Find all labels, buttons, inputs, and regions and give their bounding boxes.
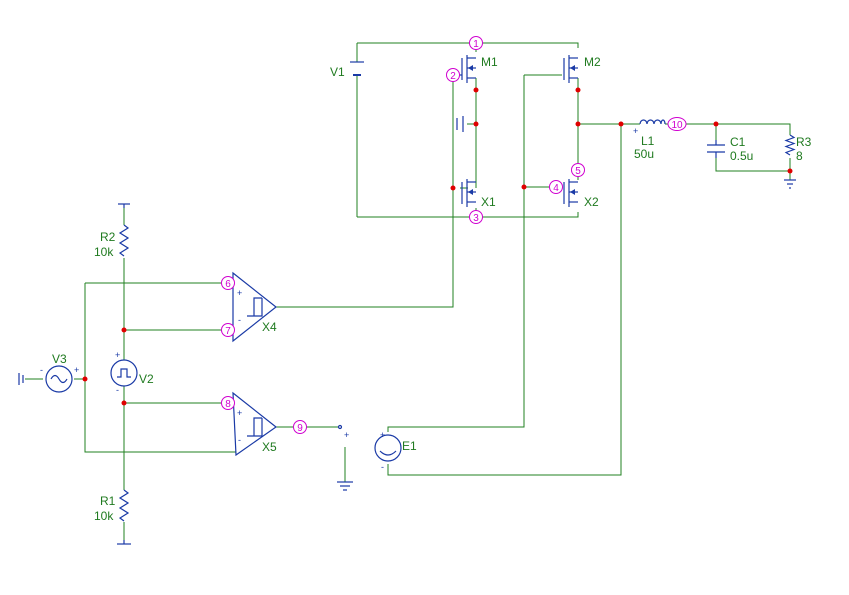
v3-label: V3 [52, 352, 67, 366]
c1-label: C1 [730, 135, 746, 149]
x5-plus: + [237, 408, 242, 418]
terminal-plus: + [344, 430, 349, 440]
junction-dots [82, 87, 793, 406]
battery-v1[interactable]: V1 [330, 61, 364, 79]
l1-polarity: + [633, 126, 638, 136]
node-label-3: 3 [469, 210, 483, 224]
node-label-7: 7 [221, 323, 235, 337]
node-label-9: 9 [293, 420, 307, 434]
m2-label: M2 [584, 55, 601, 69]
node-label-8: 8 [221, 396, 235, 410]
r2-value: 10k [94, 245, 114, 259]
svg-text:4: 4 [553, 183, 559, 194]
x2-label: X2 [584, 195, 599, 209]
ground-icon-r3 [784, 179, 796, 189]
sine-source-v3[interactable]: - + V3 [40, 352, 79, 393]
svg-text:8: 8 [225, 399, 231, 410]
mosfet-m1[interactable]: M1 [453, 55, 498, 83]
svg-text:2: 2 [450, 71, 456, 82]
r1-label: R1 [100, 494, 116, 508]
svg-text:3: 3 [473, 213, 479, 224]
v3-minus: - [40, 365, 43, 375]
svg-text:10: 10 [671, 120, 683, 131]
x4-minus: - [238, 315, 241, 325]
c1-value: 0.5u [730, 149, 753, 163]
m1-label: M1 [481, 55, 498, 69]
inductor-l1[interactable]: + L1 50u [633, 119, 666, 161]
e1-label: E1 [402, 439, 417, 453]
ground-symbol-bridge [456, 116, 464, 132]
open-terminal[interactable]: + [337, 424, 350, 441]
l1-value: 50u [634, 147, 654, 161]
x5-minus: - [238, 435, 241, 445]
ground-icon-x5 [337, 481, 353, 491]
l1-label: L1 [641, 134, 655, 148]
resistor-r2[interactable]: R2 10k [94, 203, 130, 259]
node-label-1: 1 [469, 36, 483, 50]
r1-value: 10k [94, 509, 114, 523]
mosfet-x2[interactable]: X2 [563, 179, 599, 209]
svg-text:9: 9 [297, 423, 303, 434]
v2-minus: - [116, 385, 119, 395]
v2-label: V2 [139, 372, 154, 386]
node-label-6: 6 [221, 276, 235, 290]
node-label-2: 2 [446, 68, 460, 82]
x1-label: X1 [481, 195, 496, 209]
svg-text:7: 7 [225, 326, 231, 337]
r3-value: 8 [796, 149, 803, 163]
mosfet-m2[interactable]: M2 [563, 55, 601, 83]
square-source-v2[interactable]: + - V2 [110, 350, 154, 395]
x5-label: X5 [262, 440, 277, 454]
comparator-x5[interactable]: + - X5 [232, 391, 278, 457]
capacitor-c1[interactable]: C1 0.5u [707, 135, 753, 163]
x4-plus: + [237, 288, 242, 298]
resistor-r1[interactable]: R1 10k [94, 489, 131, 545]
vcvs-e1[interactable]: + - E1 [374, 430, 417, 472]
v1-label: V1 [330, 65, 345, 79]
r2-label: R2 [100, 230, 116, 244]
r3-label: R3 [796, 135, 812, 149]
resistor-r3[interactable]: R3 8 [784, 134, 812, 163]
ground-icon-v3 [18, 373, 24, 385]
svg-text:6: 6 [225, 279, 231, 290]
x4-label: X4 [262, 320, 277, 334]
v3-plus: + [74, 365, 79, 375]
mosfet-x1[interactable]: X1 [461, 179, 496, 209]
svg-text:1: 1 [473, 39, 479, 50]
node-label-5: 5 [571, 163, 585, 177]
svg-text:5: 5 [575, 166, 581, 177]
v2-plus: + [115, 350, 120, 360]
comparator-x4[interactable]: + - X4 [232, 271, 277, 343]
node-label-4: 4 [549, 180, 563, 194]
e1-plus: + [380, 430, 385, 440]
e1-minus: - [381, 462, 384, 472]
node-label-10: 10 [667, 117, 687, 131]
